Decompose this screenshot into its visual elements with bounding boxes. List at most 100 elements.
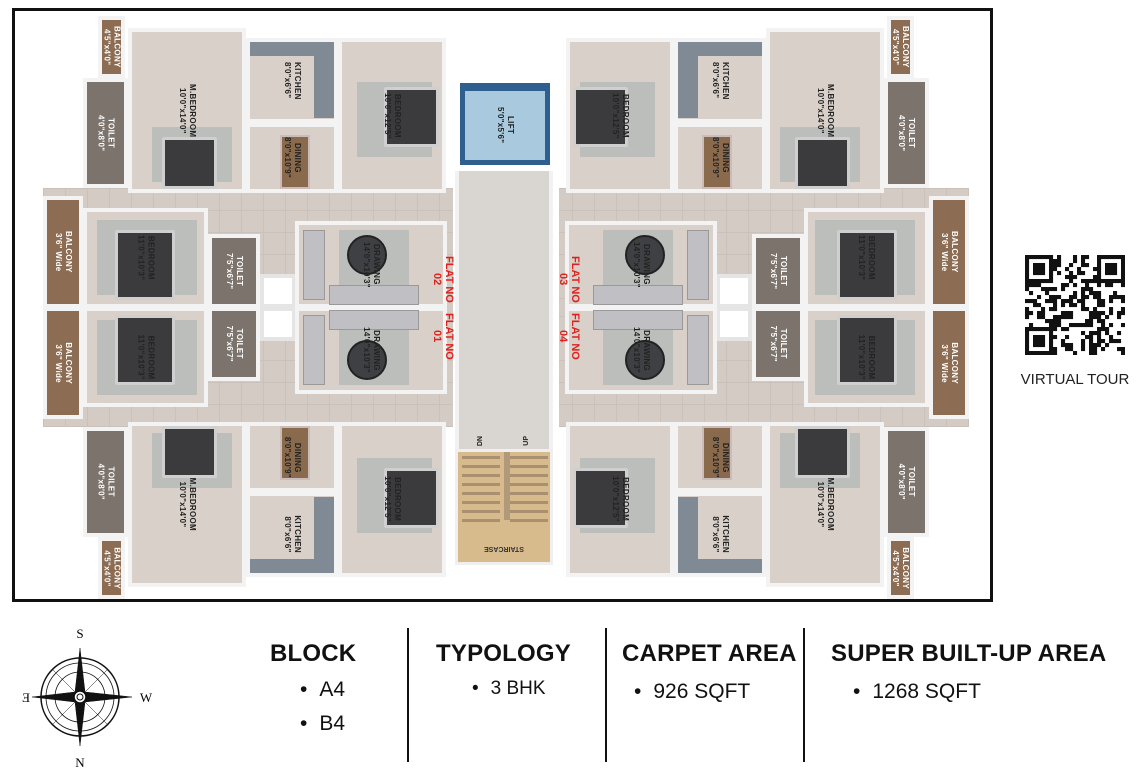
stair-handrail [504, 452, 510, 520]
room-name: BALCONY [901, 547, 911, 589]
flat-number: FLAT NO 02 [431, 255, 455, 303]
room-size: 8'0"x6'6" [283, 62, 292, 99]
room-size: 11'0"x10'3" [136, 334, 146, 380]
room-size: 14'0"x10'3" [632, 327, 641, 374]
room-size: 4'5"x4'0" [102, 28, 112, 66]
typology-item: 3 BHK [472, 678, 571, 700]
room-size: 4'5"x4'0" [102, 549, 112, 587]
stair-up-label: UP [523, 436, 530, 446]
virtual-tour-qr-code[interactable] [1025, 255, 1125, 355]
stair-step [510, 501, 548, 504]
room-size: 10'0"x14'0" [178, 87, 187, 134]
room-name: BALCONY [64, 231, 73, 273]
room-size: 8'0"x10'9" [283, 436, 292, 478]
stair-step [462, 483, 500, 486]
room-size: 3'6" Wide [54, 232, 63, 272]
room-name: M.BEDROOM [188, 83, 197, 138]
room-size: 7'5"x6'7" [225, 325, 234, 363]
typology-title: TYPOLOGY [436, 640, 571, 667]
compass-e: E [22, 690, 30, 705]
room-name: KITCHEN [721, 515, 730, 554]
compass-w: W [140, 690, 153, 705]
stair-step [510, 474, 548, 477]
room-size: 11'0"x10'3" [136, 235, 146, 281]
stair-step [510, 456, 548, 459]
room-size: 3'6" Wide [940, 232, 949, 272]
room-name: TOILET [106, 466, 116, 498]
carpet-area-item: 926 SQFT [634, 680, 797, 704]
stair-step [510, 483, 548, 486]
room-name: BEDROOM [621, 93, 630, 138]
room-name: BEDROOM [393, 477, 402, 522]
compass-n: N [75, 755, 85, 768]
room-name: DRAWING [372, 244, 381, 285]
carpet-area-title: CARPET AREA [622, 640, 797, 667]
compass-s: S [76, 626, 83, 641]
room-name: BALCONY [950, 231, 959, 273]
stair-down-label: DN [477, 436, 484, 447]
info-block: BLOCK A4B4 [270, 640, 356, 736]
block-title: BLOCK [270, 640, 357, 667]
stair-step [510, 492, 548, 495]
room-size: 3'6" Wide [54, 343, 63, 383]
room-name: TOILET [235, 255, 244, 287]
room-name: DRAWING [642, 330, 651, 371]
divider [605, 628, 607, 762]
room-size: 14'0"x10'3" [362, 327, 371, 374]
room-name: TOILET [235, 328, 244, 360]
room-name: DINING [293, 442, 302, 472]
info-typology: TYPOLOGY 3 BHK [436, 640, 571, 700]
room-name: DINING [293, 143, 302, 173]
super-built-up-area-item: 1268 SQFT [853, 680, 1106, 704]
super-built-up-area-title: SUPER BUILT-UP AREA [831, 640, 1107, 667]
stair-step [462, 519, 500, 522]
room-size: 7'5"x6'7" [769, 325, 778, 363]
room-name: BALCONY [901, 26, 911, 68]
room-size: 10'0"x14'0" [178, 481, 187, 528]
room-name: M.BEDROOM [826, 83, 835, 138]
room-size: 4'0"x8'0" [96, 114, 106, 152]
stair-step [510, 465, 548, 468]
room-size: 7'5"x6'7" [769, 252, 778, 290]
